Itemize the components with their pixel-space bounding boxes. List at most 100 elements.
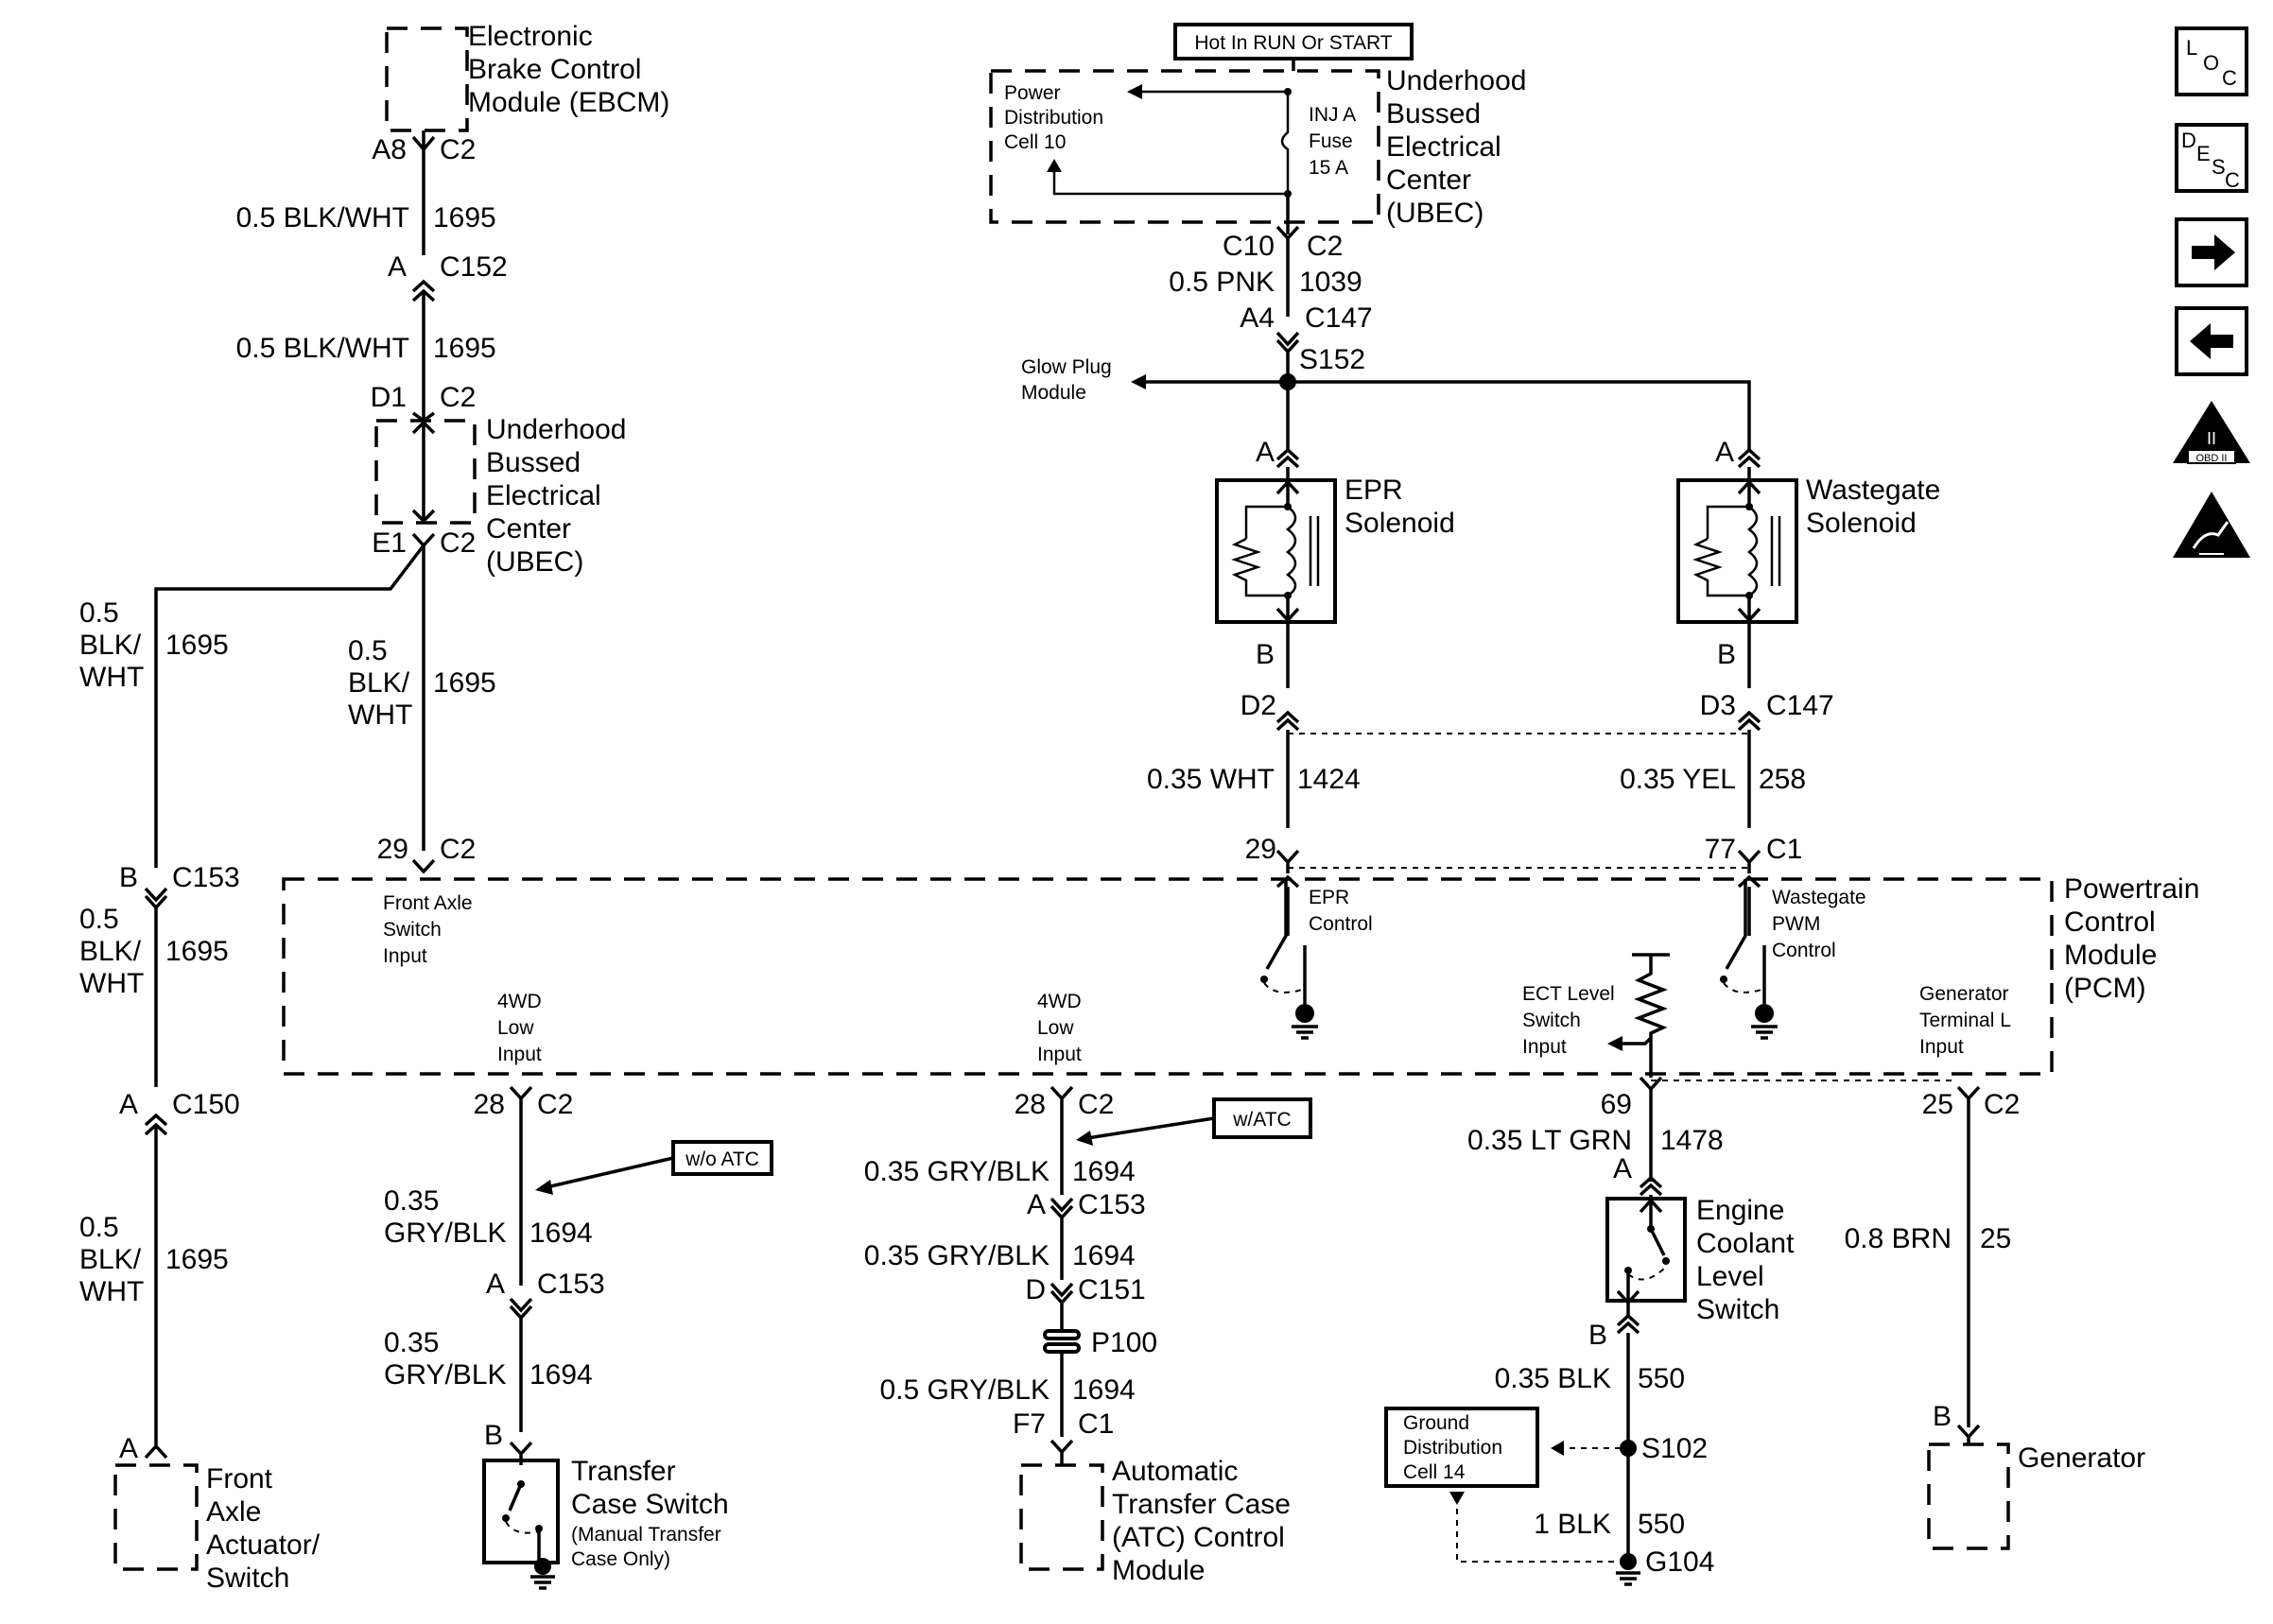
wire-1694-b-size-2: 0.35 GRY/BLK [864, 1240, 1050, 1271]
obd-ii-icon[interactable]: II OBD II [2173, 401, 2250, 464]
wire-1694-b-circuit: 1694 [1072, 1156, 1136, 1187]
next-arrow-icon[interactable] [2175, 217, 2248, 287]
wire-1695-size-2: 0.5 BLK/WHT [236, 333, 409, 364]
c153-left-conn: C153 [172, 862, 240, 893]
pcm-front-axle-label-3: Input [383, 945, 427, 967]
wire-1039-circuit: 1039 [1299, 267, 1362, 298]
tcs-note-2: Case Only) [571, 1548, 670, 1570]
side-icons: L O C D E S C II OBD II [2173, 26, 2250, 558]
splice-s102 [1620, 1440, 1637, 1457]
pcm-epr-label-2: Control [1309, 913, 1373, 935]
gnd-dist-label-2: Distribution [1403, 1437, 1502, 1459]
wire-550b-circuit: 550 [1638, 1509, 1685, 1540]
w-atc-label: w/ATC [1232, 1109, 1291, 1131]
c153-left-pin: B [119, 862, 138, 893]
wire-1694-b-size-3: 0.5 GRY/BLK [879, 1374, 1050, 1406]
desc-icon[interactable]: D E S C [2175, 123, 2248, 193]
atc-label-1: Automatic [1112, 1456, 1238, 1487]
wire-25-size: 0.8 BRN [1845, 1223, 1952, 1254]
svg-text:E: E [2196, 142, 2211, 165]
c153-a-conn: C153 [537, 1269, 605, 1300]
generator-pin: B [1933, 1401, 1952, 1432]
pcm-gen-pin: 25 [1922, 1089, 1953, 1120]
pcm-epr-pin: 29 [1245, 834, 1276, 865]
pcm-front-axle-label-1: Front Axle [383, 892, 473, 914]
ubec-left: Underhood Bussed Electrical Center (UBEC… [154, 414, 626, 868]
fuse-label-1: INJ A [1309, 104, 1356, 126]
wire-550b-size: 1 BLK [1534, 1509, 1611, 1540]
wire-550a-circuit: 550 [1638, 1363, 1685, 1394]
pcm-4wd-b-label-3: Input [1037, 1044, 1082, 1065]
wo-atc-label: w/o ATC [685, 1149, 759, 1170]
wastegate-solenoid: A Wastegate Solenoid B D3 C147 0.35 YEL … [1288, 437, 1940, 936]
c151-pin: D [1025, 1274, 1046, 1305]
wire-1695-stack-6: WHT [348, 700, 412, 731]
p100-label: P100 [1091, 1327, 1157, 1358]
pcm-4wd-a-conn: C2 [537, 1089, 573, 1120]
engine-coolant-level-switch: Engine Coolant Level Switch [1605, 1195, 1795, 1325]
ecls-label-3: Level [1696, 1261, 1764, 1292]
pcm-wg-label-1: Wastegate [1772, 887, 1866, 908]
wire-1695-size: 0.5 BLK/WHT [236, 202, 409, 233]
wire-1478-circuit: 1478 [1660, 1125, 1724, 1156]
tcs-label-2: Case Switch [571, 1489, 729, 1520]
fuse-label-2: Fuse [1309, 130, 1353, 152]
wire-1694-b-circuit-3: 1694 [1072, 1374, 1136, 1406]
pcm-front-axle-pin-number: 29 [377, 834, 408, 865]
front-axle-label-2: Axle [206, 1496, 261, 1528]
atc-pin: F7 [1013, 1408, 1046, 1440]
pdc-label-2: Distribution [1004, 107, 1103, 129]
prev-arrow-icon[interactable] [2175, 306, 2248, 376]
ebcm-module: Electronic Brake Control Module (EBCM) A… [372, 21, 669, 165]
tcs-note-1: (Manual Transfer [571, 1524, 721, 1546]
ground-path: B 0.35 BLK 550 S102 Ground Distribution … [1384, 1301, 1714, 1586]
wire-25: 25 C2 0.8 BRN 25 B [1845, 1085, 2020, 1444]
pcm-ect-pin: 69 [1601, 1089, 1632, 1120]
svg-text:S: S [2212, 155, 2226, 179]
pcm-box: Powertrain Control Module (PCM) 4WD Low … [282, 873, 2199, 1078]
epr-solenoid: A EPR Solenoid B D2 0.35 WHT 1424 29 [1147, 437, 1455, 936]
wire-1478-size: 0.35 LT GRN [1467, 1125, 1632, 1156]
atc-module: Automatic Transfer Case (ATC) Control Mo… [1019, 1456, 1291, 1586]
wire-258-circuit: 258 [1759, 764, 1806, 795]
ebcm-conn: C2 [440, 134, 476, 165]
c153-b-pin: A [1027, 1189, 1046, 1220]
wire-1695-stack-3: WHT [79, 662, 144, 693]
pcm-front-axle-label-2: Switch [383, 919, 442, 941]
loc-icon[interactable]: L O C [2175, 26, 2248, 96]
pcm-4wd-a-label-3: Input [497, 1044, 542, 1065]
ubec-left-conn-out: C2 [440, 527, 476, 559]
s152-label: S152 [1299, 344, 1365, 375]
pcm-gen-label-2: Terminal L [1919, 1010, 2011, 1031]
pcm-label-2: Control [2064, 907, 2156, 938]
svg-text:C: C [2225, 168, 2240, 192]
ubec-left-pin-out: E1 [372, 527, 407, 559]
c151-conn: C151 [1078, 1274, 1146, 1305]
wire-1424-circuit: 1424 [1297, 764, 1361, 795]
ubec-top-label-2: Bussed [1386, 98, 1481, 130]
ubec-top: Hot In RUN Or START Underhood Bussed Ele… [989, 23, 1526, 317]
g104-label: G104 [1645, 1546, 1714, 1578]
epr-pin-b: B [1256, 639, 1275, 670]
front-axle-label-4: Switch [206, 1563, 289, 1594]
tcs-label-1: Transfer [571, 1456, 676, 1487]
pcm-label-4: (PCM) [2064, 973, 2146, 1004]
wire-1695-stack-7: 0.5 [79, 904, 119, 935]
pcm-4wd-a-pin: 28 [474, 1089, 505, 1120]
epr-label-1: EPR [1345, 475, 1403, 506]
wire-1695-front-axle: 0.5 BLK/ WHT 1695 0.5 BLK/ WHT 1695 B C1… [79, 597, 496, 1464]
wire-1695-stack-1: 0.5 [79, 597, 119, 629]
wire-1695-stack-2: BLK/ [79, 630, 142, 661]
pcm-4wd-a-label-1: 4WD [497, 991, 542, 1012]
atc-label-2: Transfer Case [1112, 1489, 1291, 1520]
wire-1695-stack-5: BLK/ [348, 667, 410, 699]
esd-icon[interactable] [2173, 492, 2250, 558]
wire-1694-b-size: 0.35 GRY/BLK [864, 1156, 1050, 1187]
svg-text:L: L [2186, 36, 2197, 60]
front-axle-actuator: Front Axle Actuator/ Switch [113, 1463, 321, 1594]
gnd-dist-label-1: Ground [1403, 1412, 1469, 1434]
front-axle-label-3: Actuator/ [206, 1529, 321, 1561]
pcm-4wd-a-label-2: Low [497, 1017, 534, 1039]
svg-text:O: O [2203, 51, 2219, 75]
pcm-wg-conn: C1 [1766, 834, 1802, 865]
